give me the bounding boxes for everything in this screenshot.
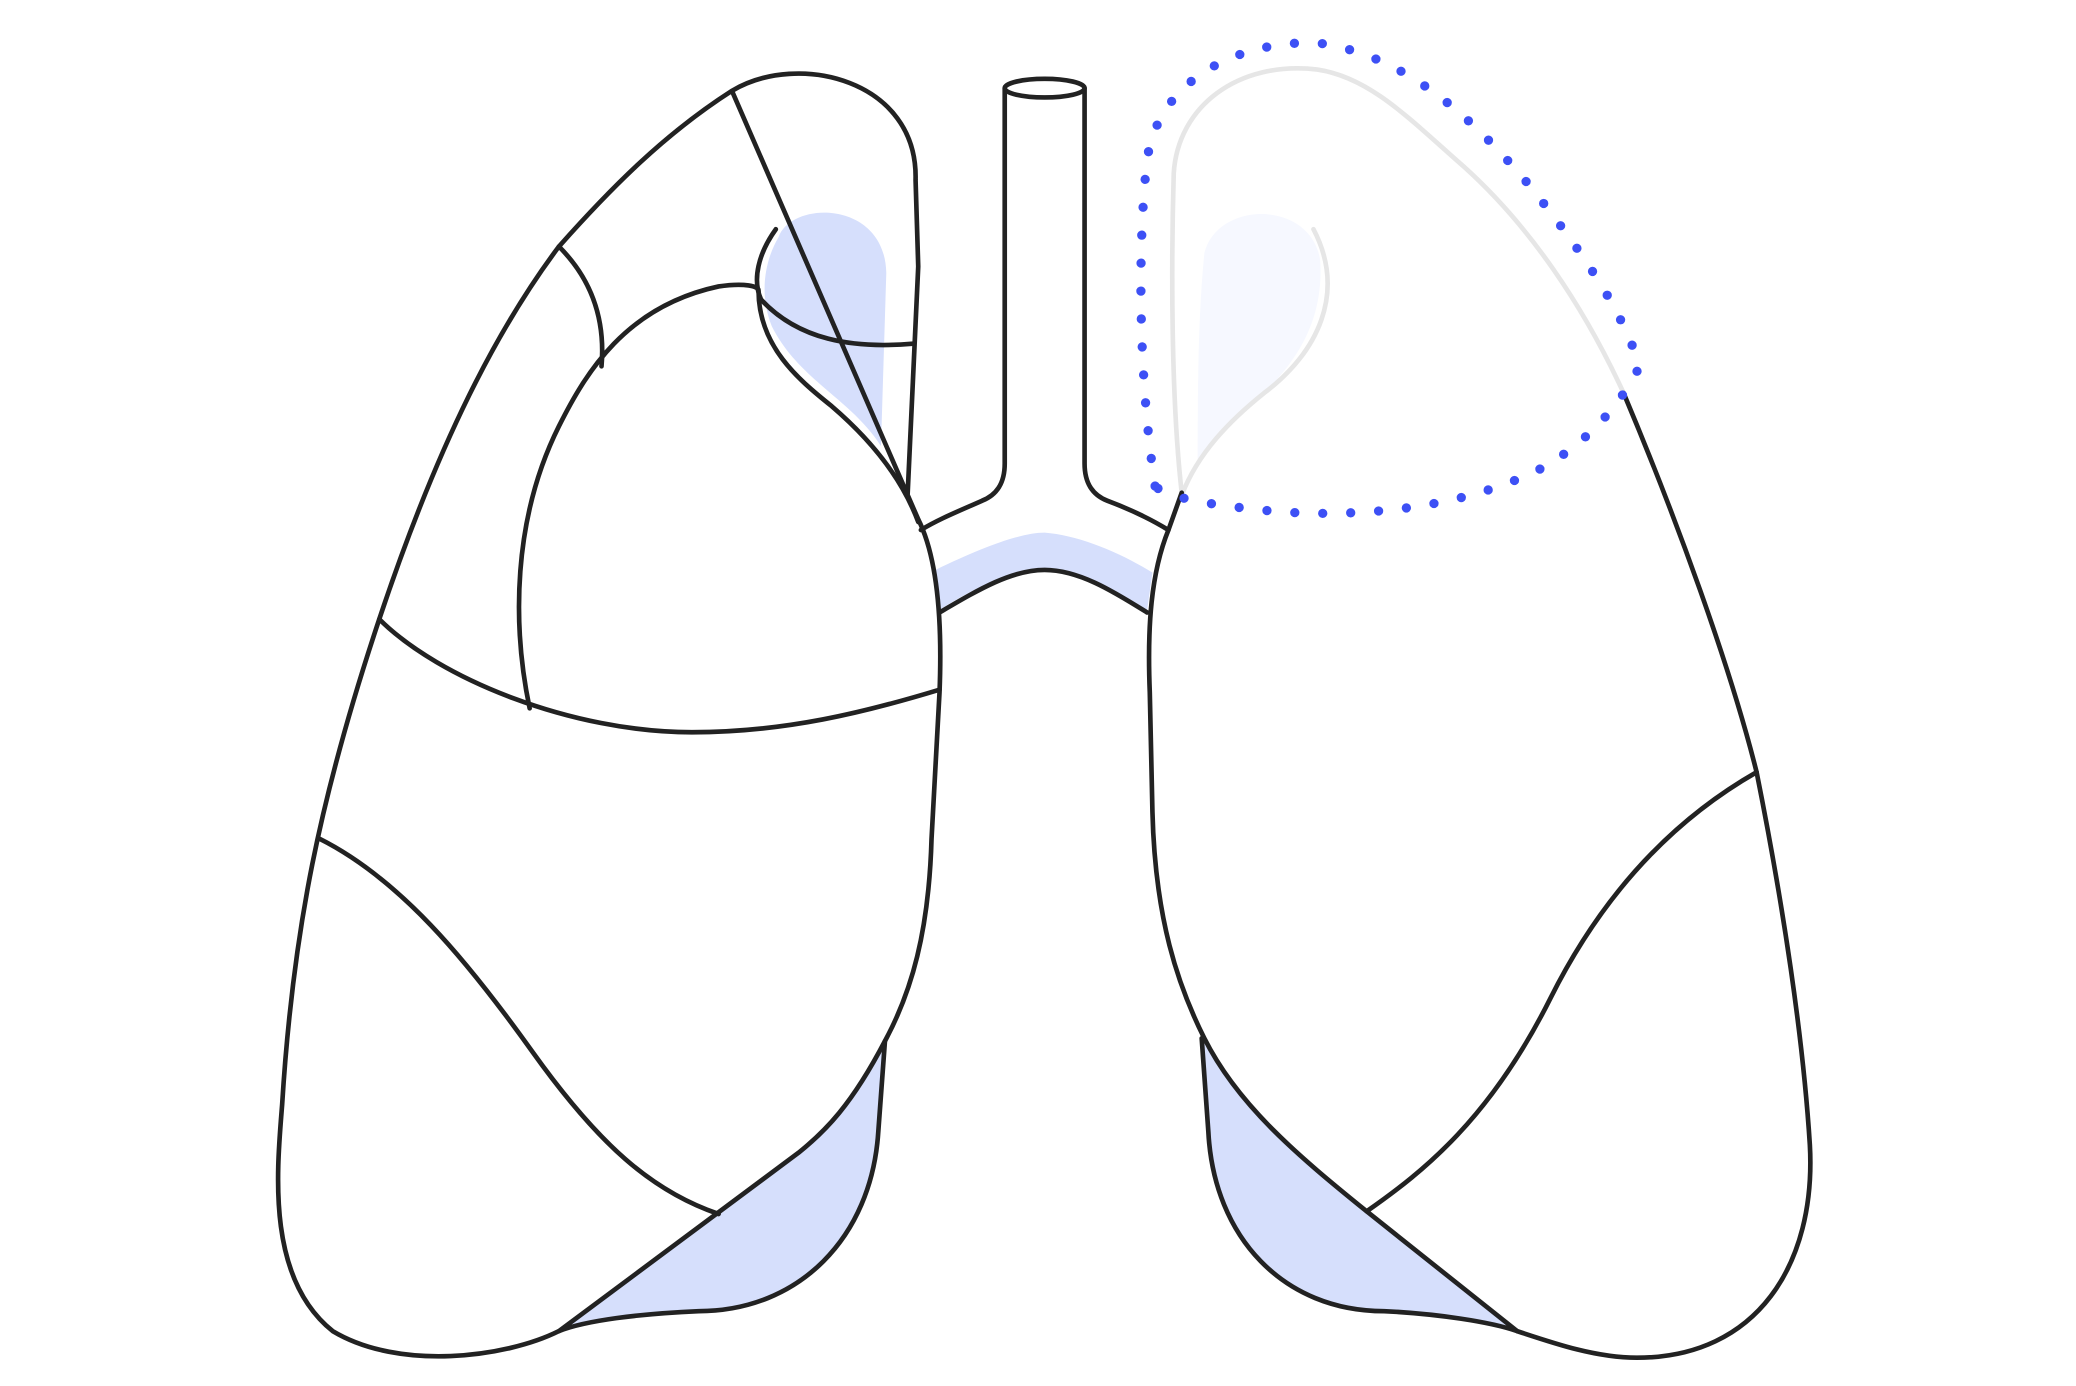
right-apical-fissure	[556, 244, 605, 369]
dotted-selection-outline[interactable]	[1136, 38, 1645, 519]
right-horizontal-fissure	[376, 616, 942, 735]
trachea-highlight	[935, 532, 1153, 610]
left-oblique-fissure	[1364, 769, 1759, 1214]
right-oblique-fissure	[317, 836, 721, 1217]
trachea-top	[1002, 76, 1087, 100]
right-lower-highlight	[558, 1040, 885, 1332]
trachea	[918, 85, 1171, 615]
left-upper-faded-highlight	[1197, 214, 1321, 467]
right-lung-outline	[275, 71, 943, 1359]
left-lung-lower-tip	[1199, 1036, 1520, 1334]
right-upper-highlight	[764, 212, 887, 447]
left-lower-highlight	[1201, 1038, 1518, 1332]
right-middle-segment	[516, 282, 921, 711]
right-lung-lower-tip	[556, 1038, 888, 1334]
right-upper-segment	[754, 226, 916, 348]
left-upper-lobe-faded	[1169, 66, 1626, 498]
